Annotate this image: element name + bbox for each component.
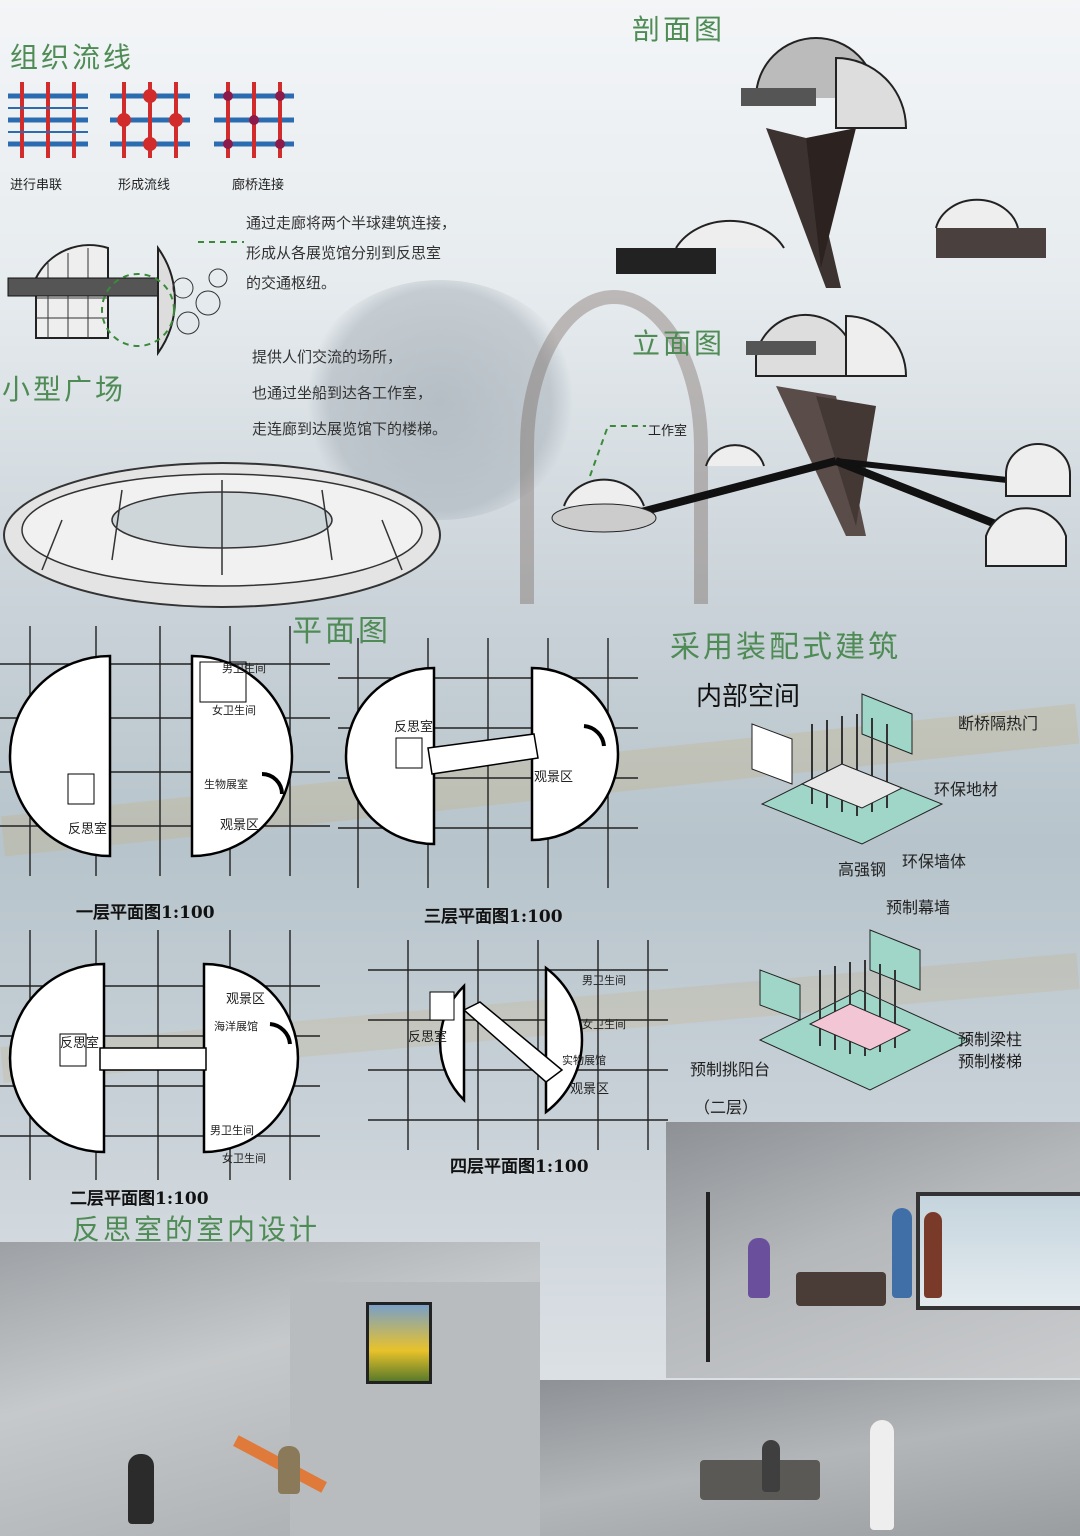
person-figure [892,1208,912,1298]
prefab-label-beam: 预制梁柱 [958,1030,1023,1049]
floor4-room-view: 观景区 [570,1082,610,1097]
plaza-text-3: 走连廊到达展览馆下的楼梯。 [252,420,448,438]
floor2-room-ocean: 海洋展馆 [214,1020,258,1033]
plaza-text-1: 提供人们交流的场所， [252,348,403,366]
section-title: 剖面图 [632,13,726,46]
prefab-label-floor: 环保地材 [934,780,999,799]
elevation-title: 立面图 [632,327,726,360]
floor1-plan-label: 一层平面图1:100 [76,903,215,923]
person-figure [762,1440,780,1492]
floor2-room-view: 观景区 [226,992,266,1007]
grid-diagram-2 [110,82,190,158]
plaza-title: 小型广场 [2,373,127,406]
prefab-upper-drawing [751,693,944,845]
corridor-text-2: 形成从各展览馆分别到反思室 [246,244,442,262]
floor3-plan-label: 三层平面图1:100 [424,907,563,927]
interior-render-lounge [666,1122,1080,1378]
corridor-hemispheres-drawing [7,241,244,357]
person-figure [278,1446,300,1494]
window-frame [916,1192,1080,1310]
person-figure [924,1212,942,1298]
prefab-label-balcony: 预制挑阳台 [690,1060,771,1079]
sofa [796,1272,886,1306]
elevation-studio-label: 工作室 [648,424,688,439]
floor4-room-object-hall: 实物展馆 [562,1054,606,1067]
grid-diagram-1 [8,82,88,158]
person-figure [128,1454,154,1524]
prefab-label-door: 断桥隔热门 [958,714,1039,733]
floor1-room-reflection: 反思室 [68,822,108,837]
corridor-text-1: 通过走廊将两个半球建筑连接， [246,214,457,232]
circulation-step-3: 廊桥连接 [232,178,285,193]
floor3-room-reflection: 反思室 [394,720,434,735]
floor4-room-male-toilet: 男卫生间 [582,974,626,987]
circulation-step-2: 形成流线 [118,178,171,193]
floor1-room-male-toilet: 男卫生间 [222,662,266,675]
person-figure [870,1420,894,1530]
corridor-text-3: 的交通枢纽。 [246,274,337,292]
interior-space-label: 内部空间 [696,682,801,712]
floor2-room-female-toilet: 女卫生间 [222,1152,266,1165]
floor4-plan-label: 四层平面图1:100 [450,1157,589,1177]
person-figure [748,1238,770,1298]
sofa [700,1460,820,1500]
prefab-label-wall: 环保墙体 [902,852,967,871]
plaza-text-2: 也通过坐船到达各工作室， [252,384,433,402]
floor1-room-female-toilet: 女卫生间 [212,704,256,717]
prefab-lower-drawing [758,929,972,1091]
interior-render-seating [540,1380,1080,1536]
floor1-room-view: 观景区 [220,818,260,833]
floor2-room-male-toilet: 男卫生间 [210,1124,254,1137]
floor4-room-reflection: 反思室 [408,1030,448,1045]
prefab-label-second-floor: （二层） [694,1098,759,1117]
prefab-label-stair: 预制楼梯 [958,1052,1023,1071]
sunflower-painting [366,1302,432,1384]
floor2-plan-label: 二层平面图1:100 [70,1189,209,1209]
elevation-drawing [551,313,1071,567]
floor4-plan-drawing [368,940,668,1150]
prefab-title: 采用装配式建筑 [670,630,901,665]
section-drawing [616,37,1046,288]
floor-lamp [706,1192,710,1362]
prefab-label-curtain-wall: 预制幕墙 [886,898,951,917]
circulation-title: 组织流线 [10,41,135,74]
interior-design-title: 反思室的室内设计 [72,1213,321,1246]
plaza-ring-drawing [3,462,441,608]
floor2-plan-drawing [0,930,320,1180]
prefab-label-steel: 高强钢 [838,860,887,879]
circulation-step-1: 进行串联 [10,178,63,193]
grid-diagram-3 [214,82,294,158]
plan-title: 平面图 [292,614,391,649]
floor1-plan-drawing [0,626,330,876]
floor3-plan-drawing [338,638,638,888]
floor4-room-female-toilet: 女卫生间 [582,1018,626,1031]
floor3-room-view: 观景区 [534,770,574,785]
floor1-room-bio: 生物展室 [204,778,248,791]
floor2-room-reflection: 反思室 [60,1036,100,1051]
interior-render-reflection-room [0,1242,540,1536]
